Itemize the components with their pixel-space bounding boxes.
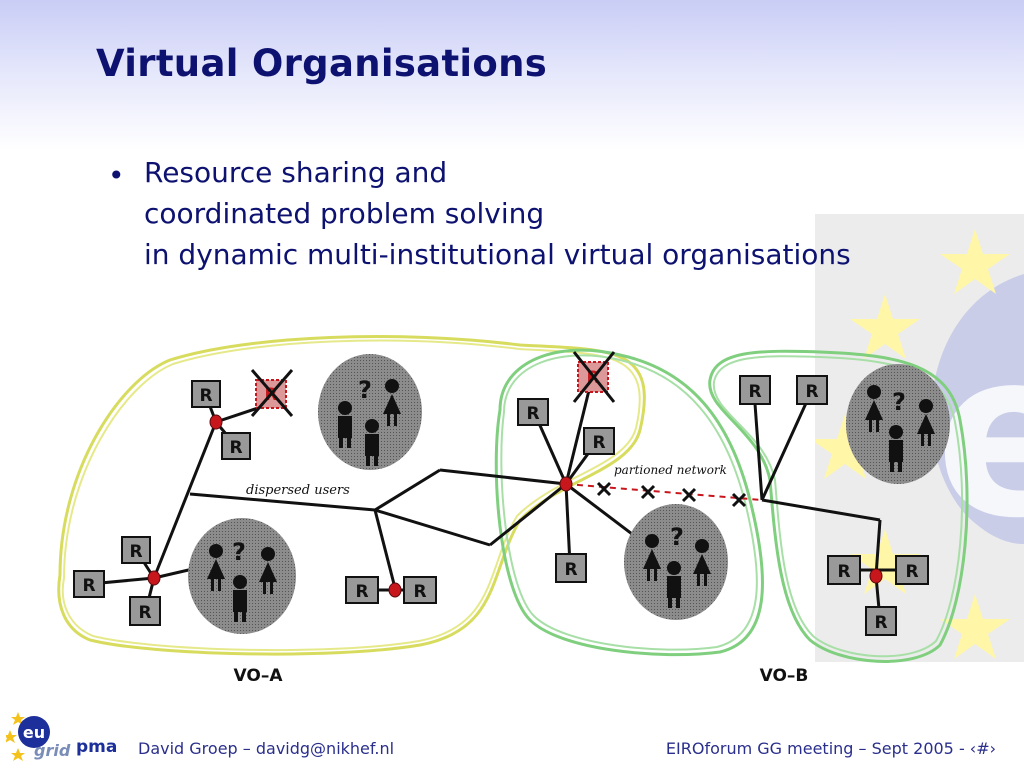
svg-text:R: R: [564, 560, 577, 580]
resource-box: R: [827, 555, 861, 585]
bullet-line-1: Resource sharing and: [144, 156, 448, 189]
question-mark: ?: [670, 523, 684, 551]
svg-text:R: R: [229, 438, 242, 458]
partition-crosses: [596, 481, 747, 508]
svg-text:R: R: [592, 433, 605, 453]
resource-box: R: [895, 555, 929, 585]
svg-text:R: R: [805, 382, 818, 402]
vo-b-label: VO–B: [760, 666, 809, 686]
resource-box: R: [221, 432, 251, 460]
logo-grid-text: grid: [34, 741, 71, 760]
footer-event: EIROforum GG meeting – Sept 2005 - ‹#›: [665, 739, 996, 758]
resource-box: R: [583, 427, 615, 455]
logo-pma-text: pma: [76, 737, 117, 757]
vo-a-boundary: [57, 335, 646, 656]
resource-box: R: [345, 576, 379, 604]
resource-box: R: [739, 375, 771, 405]
svg-text:R: R: [138, 603, 151, 623]
svg-text:R: R: [837, 562, 850, 582]
vo-b-middle-boundary-inner: [500, 354, 758, 651]
eu-emblem-watermark: e: [810, 229, 1024, 659]
resource-box: R: [191, 380, 221, 408]
bullet-line-2: coordinated problem solving: [144, 197, 545, 230]
bullet-text: Resource sharing and coordinated problem…: [144, 152, 851, 275]
vo-b-right-boundary-inner: [712, 355, 964, 658]
question-mark: ?: [232, 538, 246, 566]
partitioned-network-label: partioned network: [614, 463, 727, 477]
vo-a-boundary-inner: [61, 339, 641, 652]
question-mark: ?: [892, 388, 906, 416]
footer-author: David Groep – davidg@nikhef.nl: [138, 739, 395, 758]
svg-text:R: R: [199, 386, 212, 406]
bullet-line-3: in dynamic multi-institutional virtual o…: [144, 238, 851, 271]
resource-box: R: [129, 596, 161, 626]
resource-box: R: [555, 553, 587, 583]
svg-text:R: R: [355, 582, 368, 602]
user-group-bottom-left: ?: [188, 518, 296, 634]
logo-eu-text: eu: [23, 723, 45, 742]
resource-box: R: [865, 606, 897, 636]
failed-resource-crosses: [250, 351, 616, 417]
svg-text:R: R: [526, 404, 539, 424]
slide-title: Virtual Organisations: [96, 42, 548, 85]
svg-text:R: R: [905, 562, 918, 582]
user-group-middle: ?: [624, 504, 728, 620]
router-nodes: [147, 414, 883, 598]
user-group-top-left: ?: [318, 354, 422, 470]
resource-box: R: [403, 576, 437, 604]
user-group-right: ?: [846, 364, 950, 484]
svg-text:R: R: [129, 542, 142, 562]
resource-box: R: [796, 375, 828, 405]
partitioned-link: [565, 483, 763, 501]
eu-flag-background: e: [810, 214, 1024, 662]
svg-text:e: e: [935, 302, 1024, 569]
bullet-marker: •: [108, 159, 125, 192]
svg-text:R: R: [748, 382, 761, 402]
vo-b-right-boundary: [708, 349, 969, 663]
resource-box: R: [121, 536, 151, 564]
svg-text:R: R: [82, 576, 95, 596]
vo-b-middle-boundary: [494, 348, 764, 657]
resource-box: R: [517, 398, 549, 426]
svg-text:R: R: [413, 582, 426, 602]
svg-text:R: R: [874, 613, 887, 633]
question-mark: ?: [358, 376, 372, 404]
dispersed-users-label: dispersed users: [246, 483, 350, 498]
resource-box: R: [73, 570, 105, 598]
eugridpma-logo: eu grid pma: [6, 712, 117, 761]
vo-a-label: VO–A: [234, 666, 284, 686]
